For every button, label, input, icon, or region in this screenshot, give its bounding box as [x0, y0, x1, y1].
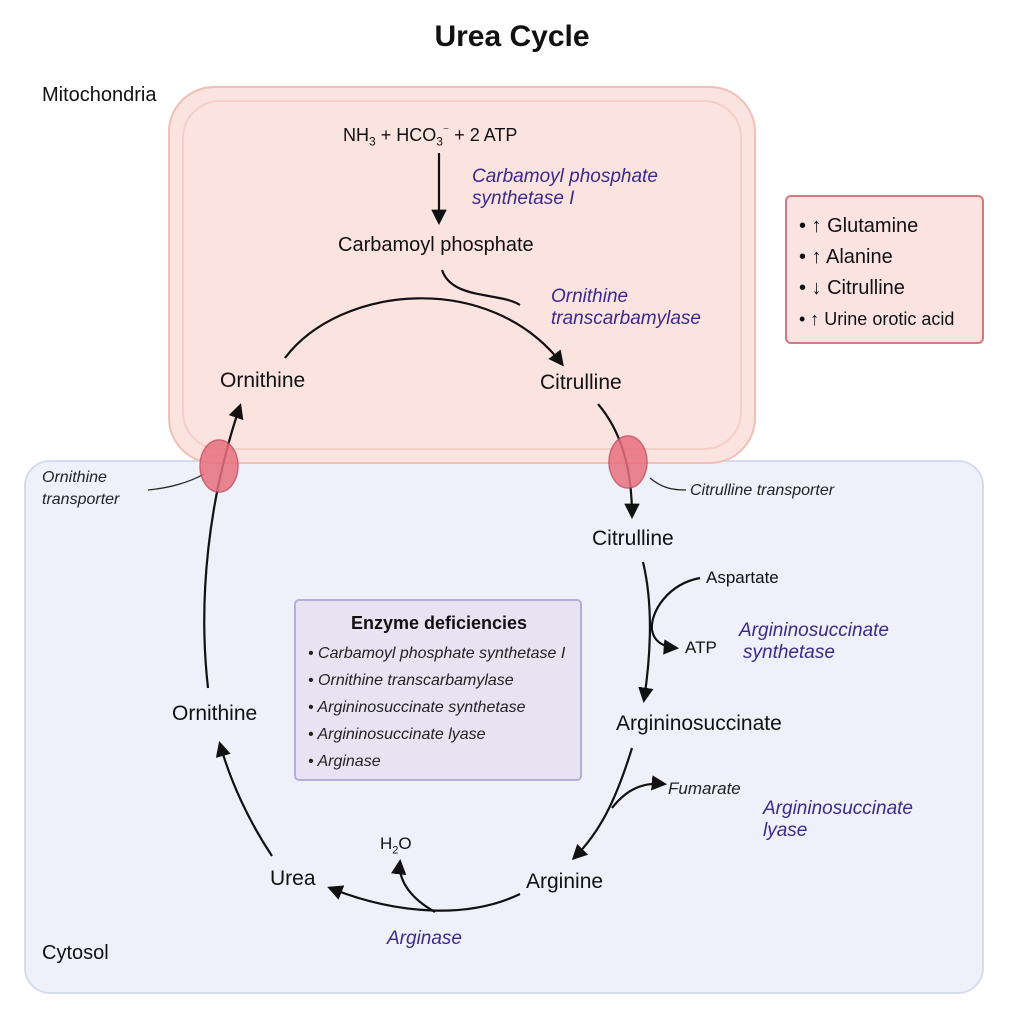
aspartate: Aspartate	[706, 568, 779, 587]
arrow-argininosuccinate-to-arginine	[571, 747, 634, 861]
ornithine-transporter-protein	[199, 439, 239, 493]
lab-finding-alanine: • ↑ Alanine	[799, 246, 893, 268]
argininosuccinate: Argininosuccinate	[616, 712, 782, 735]
enzyme-deficiencies-title: Enzyme deficiencies	[350, 613, 528, 633]
arginase-enzyme-label: Arginase	[387, 928, 462, 949]
arrow-ornithine-to-citrulline	[284, 297, 564, 367]
arrow-urea-to-ornithine	[215, 741, 273, 857]
arrow-water-input	[390, 858, 436, 913]
diagram-title: Urea Cycle	[434, 20, 590, 53]
arginine: Arginine	[526, 870, 604, 893]
enzyme-deficiencies-box: Enzyme deficiencies • Carbamoyl phosphat…	[294, 599, 582, 781]
deficiency-item: • Ornithine transcarbamylase	[308, 672, 514, 689]
citrulline-transporter-leader	[649, 477, 687, 491]
arrow-citrulline-to-argininosuccinate	[638, 561, 654, 704]
ornithine-transporter-leader	[147, 473, 205, 491]
arrow-ornithine-import	[203, 403, 244, 689]
deficiency-item: • Arginase	[308, 753, 381, 770]
citrulline-cytosolic: Citrulline	[592, 527, 674, 550]
urea: Urea	[270, 867, 316, 890]
arrow-carbamoyl-phosphate-into-otc	[440, 269, 521, 306]
arrow-arginine-to-urea	[327, 885, 521, 912]
otc-enzyme-label: Ornithine transcarbamylase	[551, 286, 701, 329]
asl-enzyme-label: Argininosuccinate lyase	[763, 798, 913, 841]
water: H2O	[380, 834, 412, 857]
lab-findings-box: • ↑ Glutamine • ↑ Alanine • ↓ Citrulline…	[785, 195, 984, 344]
citrulline-transporter-protein	[608, 435, 648, 489]
citrulline-transporter-label: Citrulline transporter	[690, 482, 835, 499]
substrates-equation: NH3 + HCO3⁻ + 2 ATP	[343, 123, 518, 149]
mitochondria-compartment	[168, 86, 756, 464]
deficiency-item: • Carbamoyl phosphate synthetase I	[308, 645, 566, 662]
lab-finding-citrulline: • ↓ Citrulline	[799, 277, 905, 299]
lab-finding-orotic-acid: • ↑ Urine orotic acid	[799, 309, 955, 329]
carbamoyl-phosphate: Carbamoyl phosphate	[338, 234, 534, 256]
ass-enzyme-label: Argininosuccinate synthetase	[739, 620, 889, 663]
arrow-fumarate-release	[611, 775, 668, 809]
fumarate: Fumarate	[668, 779, 741, 798]
citrulline-mitochondrial: Citrulline	[540, 371, 622, 394]
deficiency-item: • Argininosuccinate lyase	[308, 726, 486, 743]
cps1-enzyme-label: Carbamoyl phosphate synthetase I	[472, 166, 658, 209]
ornithine-transporter-label: Ornithine transporter	[42, 469, 120, 508]
mitochondria-label: Mitochondria	[42, 84, 157, 106]
lab-finding-glutamine: • ↑ Glutamine	[799, 215, 919, 237]
ornithine-cytosolic: Ornithine	[172, 702, 258, 725]
cytosol-label: Cytosol	[42, 942, 109, 964]
atp: ATP	[685, 638, 717, 657]
inner-mitochondrial-membrane	[182, 100, 742, 450]
ornithine-mitochondrial: Ornithine	[220, 369, 306, 392]
deficiency-item: • Argininosuccinate synthetase	[308, 699, 526, 716]
arrow-aspartate-entry	[650, 576, 701, 655]
